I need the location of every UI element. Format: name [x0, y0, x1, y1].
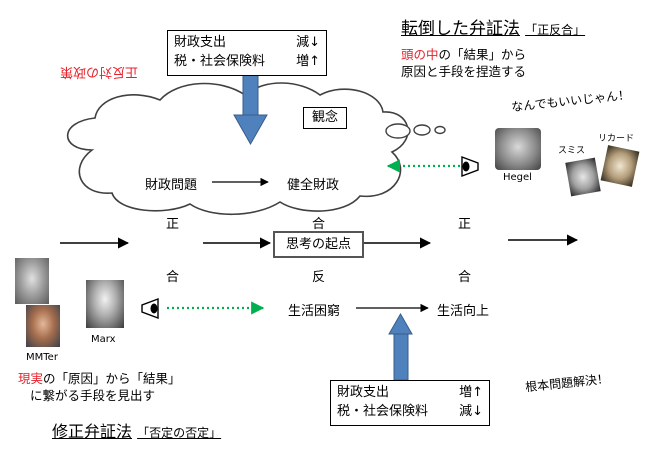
stage-bottom-2: 反	[312, 270, 326, 285]
ricardo-label: リカード	[598, 134, 635, 144]
policy-bottom-row1-label: 財政支出	[337, 385, 390, 400]
top-title-main: 転倒した弁証法	[401, 19, 520, 39]
idea-label-box: 観念	[303, 107, 347, 129]
bottom-title-main: 修正弁証法	[52, 422, 133, 441]
top-title: 転倒した弁証法 「正反合」	[401, 14, 585, 39]
center-start-box: 思考の起点	[273, 231, 364, 258]
stage-top-3: 正	[458, 217, 472, 232]
smith-label: スミス	[558, 146, 586, 156]
cloud-left-text: 財政問題	[145, 178, 198, 193]
hegel-portrait	[495, 128, 541, 170]
eye-icon-left-facing	[461, 155, 479, 178]
stage-top-2: 合	[312, 217, 326, 232]
bottom-desc-red: 現実	[18, 371, 44, 386]
marx-label: Marx	[91, 334, 116, 345]
stage-top-1: 正	[166, 217, 180, 232]
policy-bottom-row2-label: 税・社会保険料	[337, 404, 429, 419]
policy-top-row2-label: 税・社会保険料	[174, 54, 266, 69]
blue-arrow-down	[233, 74, 268, 146]
cloud-right-text: 健全財政	[287, 178, 340, 193]
smith-portrait	[565, 157, 601, 197]
top-desc-rest: の「結果」から	[438, 47, 527, 62]
person-portrait-1	[15, 258, 49, 304]
policy-top-row1-value: 減↓	[296, 35, 320, 50]
top-desc-line2: 原因と手段を捏造する	[401, 64, 527, 79]
policy-bottom-row1-value: 増↑	[459, 385, 483, 400]
marx-portrait	[86, 280, 124, 328]
mmter-label: MMTer	[26, 352, 58, 363]
bottom-title: 修正弁証法 「否定の否定」	[52, 418, 221, 442]
hegel-label: Hegel	[503, 172, 532, 183]
bottom-flow-left: 生活困窮	[288, 304, 341, 319]
policy-box-top: 財政支出 減↓ 税・社会保険料 増↑	[167, 30, 327, 76]
mirrored-label: 正反対の政策	[60, 64, 139, 79]
bottom-desc-rest: の「原因」から「結果」	[43, 371, 181, 386]
eye-icon-right-facing	[141, 297, 159, 320]
bottom-title-sub: 「否定の否定」	[137, 426, 222, 440]
top-desc-red: 頭の中	[401, 47, 439, 62]
mmter-portrait	[26, 305, 60, 347]
policy-top-row2-value: 増↑	[296, 54, 320, 69]
policy-top-row1-label: 財政支出	[174, 35, 227, 50]
stage-bottom-1: 合	[166, 270, 180, 285]
blue-arrow-up	[388, 312, 413, 381]
center-start-label: 思考の起点	[285, 237, 351, 252]
bottom-flow-right: 生活向上	[437, 304, 490, 319]
policy-box-bottom: 財政支出 増↑ 税・社会保険料 減↓	[330, 380, 490, 426]
policy-bottom-row2-value: 減↓	[459, 404, 483, 419]
top-title-sub: 「正反合」	[525, 23, 586, 37]
top-description: 頭の中の「結果」から 原因と手段を捏造する	[401, 46, 526, 80]
bottom-description: 現実の「原因」から「結果」 に繋がる手段を見出す	[18, 370, 181, 404]
bottom-desc-line2: に繋がる手段を見出す	[30, 388, 156, 403]
idea-label: 観念	[311, 110, 338, 125]
stage-bottom-3: 合	[458, 270, 472, 285]
